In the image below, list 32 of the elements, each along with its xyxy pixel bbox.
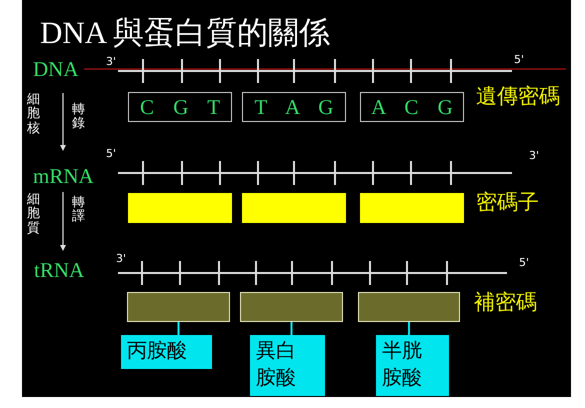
end-label: 5' bbox=[519, 257, 530, 270]
amino-acid-box: 丙胺酸 bbox=[121, 335, 212, 369]
row-label: 補密碼 bbox=[474, 291, 537, 314]
codon-bar bbox=[360, 193, 464, 223]
location-label: 細胞核 bbox=[27, 93, 40, 136]
connector-line bbox=[290, 322, 292, 335]
strand-label: tRNA bbox=[34, 259, 84, 282]
codon-box: T A G bbox=[242, 92, 346, 122]
codon-bar bbox=[242, 193, 346, 223]
connector-line bbox=[408, 322, 410, 335]
strand-label: DNA bbox=[33, 58, 78, 82]
codon-bar bbox=[128, 193, 232, 223]
anticodon-bar bbox=[358, 292, 460, 322]
anticodon-bar bbox=[240, 292, 343, 322]
row-label: 遺傳密碼 bbox=[476, 85, 560, 108]
row-label: 密碼子 bbox=[476, 191, 539, 214]
end-label: 3' bbox=[116, 253, 126, 266]
connector-line bbox=[178, 322, 180, 335]
codon-box: C G T bbox=[128, 92, 232, 122]
end-label: 5' bbox=[514, 54, 524, 66]
anticodon-bar bbox=[127, 292, 230, 322]
amino-acid-box: 異白胺酸 bbox=[250, 335, 325, 396]
process-label: 轉譯 bbox=[72, 196, 85, 225]
location-label: 細胞質 bbox=[27, 193, 40, 236]
amino-acid-box: 半胱胺酸 bbox=[376, 335, 449, 396]
strand-label: mRNA bbox=[33, 165, 94, 188]
codon-box: A C G bbox=[360, 92, 464, 122]
title: DNA 與蛋白質的關係 bbox=[40, 16, 330, 50]
end-label: 3' bbox=[106, 56, 116, 68]
end-label: 5' bbox=[106, 148, 116, 160]
end-label: 3' bbox=[529, 150, 540, 162]
process-label: 轉錄 bbox=[72, 103, 85, 132]
